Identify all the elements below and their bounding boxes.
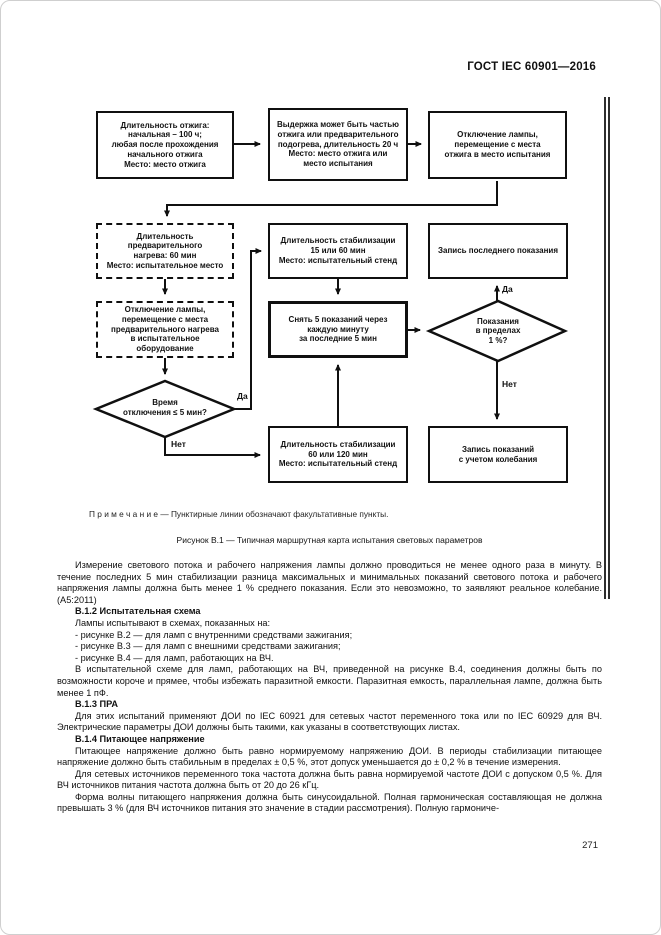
- box-record-with-fluctuation: Запись показаний с учетом колебания: [428, 426, 568, 483]
- box-take-5-readings: Снять 5 показаний через каждую минуту за…: [268, 301, 408, 358]
- paragraph-measurement: Измерение светового потока и рабочего на…: [57, 560, 602, 605]
- edge-label-no-within-1pct: Нет: [502, 379, 517, 389]
- paragraph-hf-circuit: В испытательной схеме для ламп, работающ…: [57, 664, 602, 698]
- box-stabilization-60-120: Длительность стабилизации 60 или 120 мин…: [268, 426, 408, 483]
- paragraph-supply-voltage: Питающее напряжение должно быть равно но…: [57, 745, 602, 768]
- heading-b13: В.1.3 ПРА: [75, 699, 119, 710]
- paragraph-waveform: Форма волны питающего напряжения должна …: [57, 791, 602, 814]
- paragraph-lamps-tested: Лампы испытывают в схемах, показанных на…: [75, 617, 271, 628]
- page-title: ГОСТ IEC 60901—2016: [467, 61, 596, 73]
- figure-caption: Рисунок В.1 — Типичная маршрутная карта …: [176, 535, 483, 545]
- box-record-last-reading: Запись последнего показания: [428, 223, 568, 279]
- scan-artifact-line: [604, 97, 610, 599]
- box-move-to-test-place: Отключение лампы, перемещение с места от…: [428, 111, 567, 179]
- edge-label-no-off-time: Нет: [171, 439, 186, 449]
- box-stabilization-15-60: Длительность стабилизации 15 или 60 мин …: [268, 223, 408, 279]
- flowchart-connectors: [92, 141, 569, 458]
- paragraph-pra: Для этих испытаний применяют ДОИ по IEC …: [57, 710, 602, 733]
- box-annealing-duration: Длительность отжига: начальная – 100 ч; …: [96, 111, 234, 179]
- bullet-fig-b4: - рисунке В.4 — для ламп, работающих на …: [75, 652, 274, 663]
- bullet-fig-b2: - рисунке В.2 — для ламп с внутренними с…: [75, 629, 353, 640]
- edge-label-yes-off-time: Да: [237, 391, 248, 401]
- box-preheat-duration: Длительность предварительного нагрева: 6…: [96, 223, 234, 279]
- heading-b14: В.1.4 Питающее напряжение: [75, 733, 205, 744]
- box-move-to-test-equipment: Отключение лампы, перемещение с места пр…: [96, 301, 234, 358]
- heading-b12: В.1.2 Испытательная схема: [75, 606, 201, 617]
- body-text: Измерение светового потока и рабочего на…: [57, 560, 602, 815]
- page-number: 271: [582, 840, 598, 851]
- figure-note: П р и м е ч а н и е — Пунктирные линии о…: [89, 509, 389, 519]
- decision-off-time-shape: [92, 379, 238, 439]
- edge-label-yes-within-1pct: Да: [502, 284, 513, 294]
- box-holding-period: Выдержка может быть частью отжига или пр…: [268, 108, 408, 181]
- decision-within-1pct-shape: [425, 299, 569, 363]
- paragraph-supply-frequency: Для сетевых источников переменного тока …: [57, 768, 602, 791]
- bullet-fig-b3: - рисунке В.3 — для ламп с внешними сред…: [75, 641, 341, 652]
